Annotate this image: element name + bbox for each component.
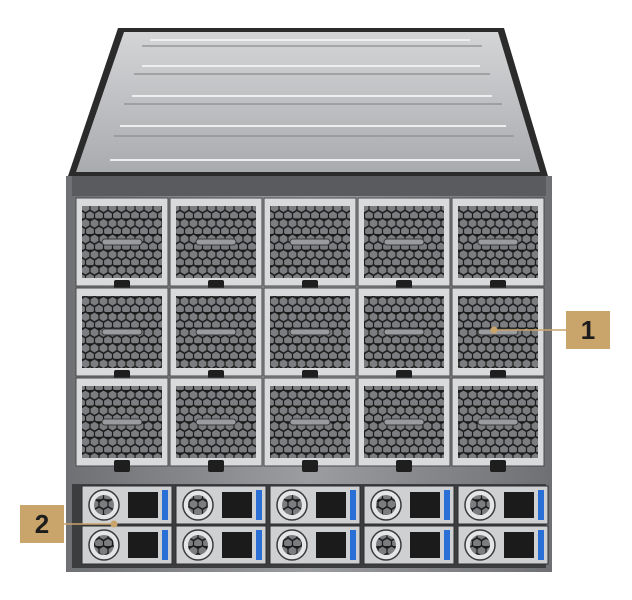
callout-1-anchor-dot (490, 326, 498, 334)
power-supply-grid (81, 485, 549, 565)
fan-module[interactable] (75, 287, 169, 382)
power-supply-unit[interactable] (175, 525, 267, 565)
fan-handle[interactable] (383, 328, 425, 336)
psu-power-inlet[interactable] (222, 532, 252, 558)
psu-release-tab[interactable] (538, 490, 544, 520)
fan-module[interactable] (75, 197, 169, 292)
fan-handle[interactable] (477, 418, 519, 426)
fan-handle[interactable] (195, 418, 237, 426)
psu-power-inlet[interactable] (128, 492, 158, 518)
fan-handle[interactable] (477, 238, 519, 246)
power-supply-unit[interactable] (269, 525, 361, 565)
power-supply-unit[interactable] (81, 525, 173, 565)
fan-module[interactable] (357, 287, 451, 382)
psu-power-inlet[interactable] (222, 492, 252, 518)
power-supply-unit[interactable] (175, 485, 267, 525)
fan-handle[interactable] (101, 418, 143, 426)
callout-2-anchor-dot (110, 520, 118, 528)
fan-handle[interactable] (383, 418, 425, 426)
power-supply-unit[interactable] (363, 485, 455, 525)
callout-label-fan-module: 1 (566, 311, 610, 349)
psu-release-tab[interactable] (162, 490, 168, 520)
fan-handle[interactable] (383, 238, 425, 246)
psu-release-tab[interactable] (350, 530, 356, 560)
psu-release-tab[interactable] (256, 490, 262, 520)
power-supply-unit[interactable] (363, 525, 455, 565)
fan-handle[interactable] (289, 238, 331, 246)
fan-module[interactable] (169, 287, 263, 382)
fan-latch[interactable] (490, 460, 506, 472)
psu-power-inlet[interactable] (410, 492, 440, 518)
psu-release-tab[interactable] (256, 530, 262, 560)
psu-release-tab[interactable] (162, 530, 168, 560)
psu-power-inlet[interactable] (410, 532, 440, 558)
chassis-top-cover (68, 28, 548, 176)
fan-module[interactable] (451, 287, 545, 382)
fan-module[interactable] (451, 377, 545, 472)
psu-release-tab[interactable] (350, 490, 356, 520)
fan-module[interactable] (451, 197, 545, 292)
fan-latch[interactable] (208, 460, 224, 472)
fan-module-grid (75, 197, 545, 472)
power-supply-unit[interactable] (81, 485, 173, 525)
callout-label-power-supply: 2 (20, 505, 64, 543)
fan-handle[interactable] (289, 418, 331, 426)
fan-latch[interactable] (114, 460, 130, 472)
power-supply-unit[interactable] (457, 485, 549, 525)
psu-power-inlet[interactable] (504, 532, 534, 558)
fan-module[interactable] (75, 377, 169, 472)
fan-module[interactable] (169, 197, 263, 292)
fan-handle[interactable] (289, 328, 331, 336)
psu-power-inlet[interactable] (128, 532, 158, 558)
psu-power-inlet[interactable] (316, 492, 346, 518)
fan-module[interactable] (357, 197, 451, 292)
fan-handle[interactable] (101, 238, 143, 246)
fan-module[interactable] (169, 377, 263, 472)
psu-release-tab[interactable] (538, 530, 544, 560)
psu-release-tab[interactable] (444, 490, 450, 520)
fan-module[interactable] (263, 197, 357, 292)
fan-handle[interactable] (195, 238, 237, 246)
fan-handle[interactable] (101, 328, 143, 336)
power-supply-unit[interactable] (269, 485, 361, 525)
psu-release-tab[interactable] (444, 530, 450, 560)
power-supply-unit[interactable] (457, 525, 549, 565)
psu-power-inlet[interactable] (316, 532, 346, 558)
fan-handle[interactable] (195, 328, 237, 336)
fan-module[interactable] (263, 287, 357, 382)
fan-module[interactable] (357, 377, 451, 472)
fan-latch[interactable] (302, 460, 318, 472)
fan-module[interactable] (263, 377, 357, 472)
fan-latch[interactable] (396, 460, 412, 472)
psu-power-inlet[interactable] (504, 492, 534, 518)
